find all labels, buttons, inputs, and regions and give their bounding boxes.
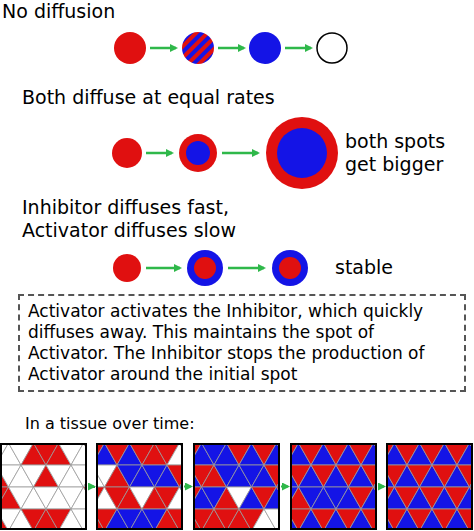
cell (264, 487, 280, 509)
cell (264, 465, 280, 487)
cell (167, 509, 183, 530)
activator-spot (113, 254, 141, 282)
panel-frame (1, 444, 86, 529)
empty-spot (317, 33, 347, 63)
mixed-spot (182, 32, 214, 64)
stable-spot (187, 250, 223, 286)
cell (71, 443, 87, 465)
cell (361, 487, 377, 509)
cell (264, 509, 280, 530)
cell (457, 443, 473, 465)
result-note: both spots get bigger (345, 130, 463, 176)
cell (167, 465, 183, 487)
tissue-panel (0, 443, 87, 530)
arrow (184, 486, 191, 488)
tissue-panel (290, 443, 377, 530)
tissue-panel (386, 443, 473, 530)
row-heading: No diffusion (2, 0, 202, 23)
section-heading: In a tissue over time: (25, 414, 325, 434)
arrow (281, 486, 288, 488)
panel-frame (387, 444, 472, 529)
cell (457, 487, 473, 509)
note-text: Activator activates the Inhibitor, which… (28, 301, 456, 385)
row-heading: Inhibitor diffuses fast, Activator diffu… (22, 196, 284, 242)
big-spot-core (277, 128, 327, 178)
note-box: Activator activates the Inhibitor, which… (18, 294, 466, 392)
inhibitor-spot (249, 32, 281, 64)
cell (457, 509, 473, 530)
arrow (222, 152, 258, 155)
arrow (218, 47, 244, 50)
big-spot (266, 117, 338, 189)
activator-spot (112, 138, 142, 168)
cell (264, 443, 280, 465)
arrow (150, 47, 176, 50)
arrow (228, 267, 264, 270)
cell (361, 465, 377, 487)
cell (167, 443, 183, 465)
cell (457, 465, 473, 487)
panel-frame (97, 444, 182, 529)
arrow (146, 267, 180, 270)
row-heading: Both diffuse at equal rates (22, 86, 342, 109)
panel-frame (194, 444, 279, 529)
arrow (88, 486, 95, 488)
cell (71, 509, 87, 530)
stable-spot-core (194, 257, 216, 279)
arrow (88, 486, 94, 488)
arrow (285, 47, 311, 50)
cell (167, 487, 183, 509)
result-note: stable (335, 256, 425, 279)
cell (361, 509, 377, 530)
cell (361, 443, 377, 465)
growing-spot-core (186, 141, 210, 165)
arrow (146, 152, 172, 155)
arrow (378, 486, 384, 488)
growing-spot (179, 134, 217, 172)
tissue-panel (193, 443, 280, 530)
cell (71, 487, 87, 509)
activator-spot (114, 32, 146, 64)
panel-frame (291, 444, 376, 529)
stable-spot (272, 250, 308, 286)
cell (71, 465, 87, 487)
stable-spot-core (279, 257, 301, 279)
tissue-panel (96, 443, 183, 530)
